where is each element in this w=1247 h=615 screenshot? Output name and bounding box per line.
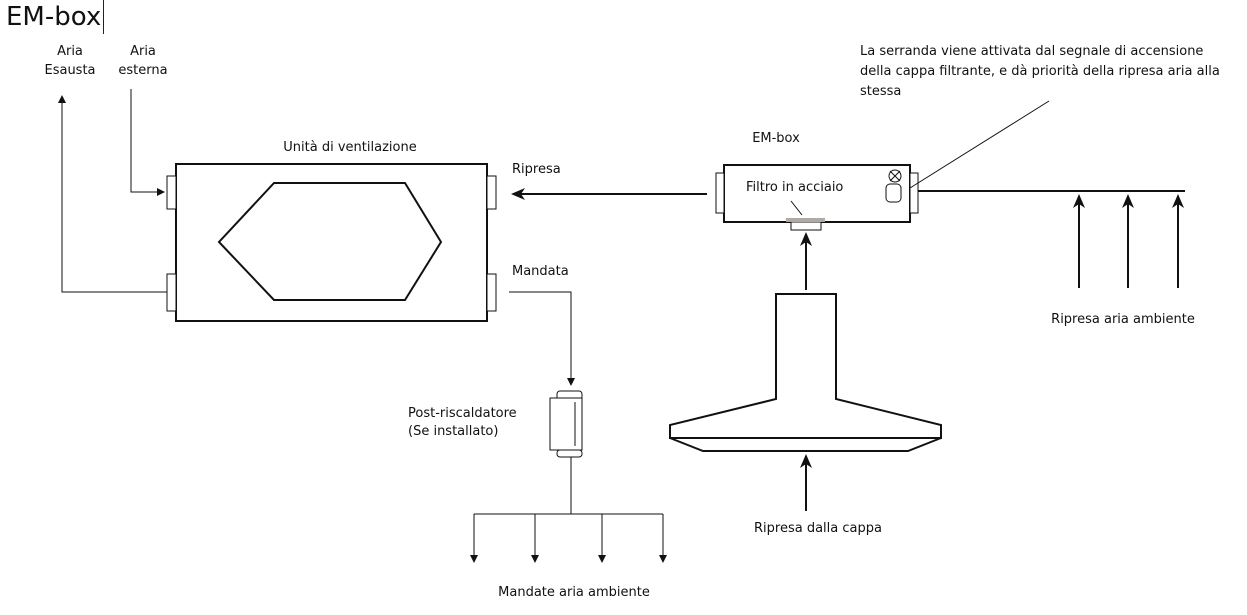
ripresa-cappa-label: Ripresa dalla cappa — [754, 521, 882, 536]
mandate-ambiente-label: Mandate aria ambiente — [498, 585, 650, 600]
aria-esausta-label-1: Aria — [57, 44, 83, 59]
post-heater — [549, 390, 583, 458]
mandate-distribution — [470, 457, 667, 563]
mandata-line — [509, 291, 575, 386]
filtro-label: Filtro in acciaio — [746, 180, 843, 195]
steel-filter — [786, 218, 825, 222]
note-line-1: La serranda viene attivata dal segnale d… — [860, 44, 1203, 59]
aria-esterna-label-1: Aria — [130, 44, 156, 59]
note-line-3: stessa — [860, 84, 901, 99]
aria-esterna-line — [130, 89, 165, 196]
ventilation-unit — [166, 163, 497, 322]
post-risc-label-1: Post-riscaldatore — [408, 406, 517, 421]
embox-label: EM-box — [752, 131, 800, 146]
aria-esausta-label-2: Esausta — [44, 63, 95, 78]
ripresa-ambiente-duct — [918, 190, 1185, 288]
damper-icon — [885, 169, 902, 203]
aria-esterna-label-2: esterna — [118, 63, 167, 78]
unita-label: Unità di ventilazione — [283, 140, 416, 155]
post-risc-label-2: (Se installato) — [408, 424, 498, 439]
cooker-hood — [669, 293, 942, 452]
note-line-2: della cappa filtrante, e dà priorità del… — [860, 64, 1220, 79]
mandata-label: Mandata — [512, 264, 569, 279]
aria-esausta-line — [58, 95, 167, 293]
em-box-unit — [715, 164, 919, 231]
ripresa-label: Ripresa — [512, 162, 561, 177]
page-title: EM-box — [6, 0, 105, 34]
ripresa-ambiente-label: Ripresa aria ambiente — [1051, 312, 1195, 327]
